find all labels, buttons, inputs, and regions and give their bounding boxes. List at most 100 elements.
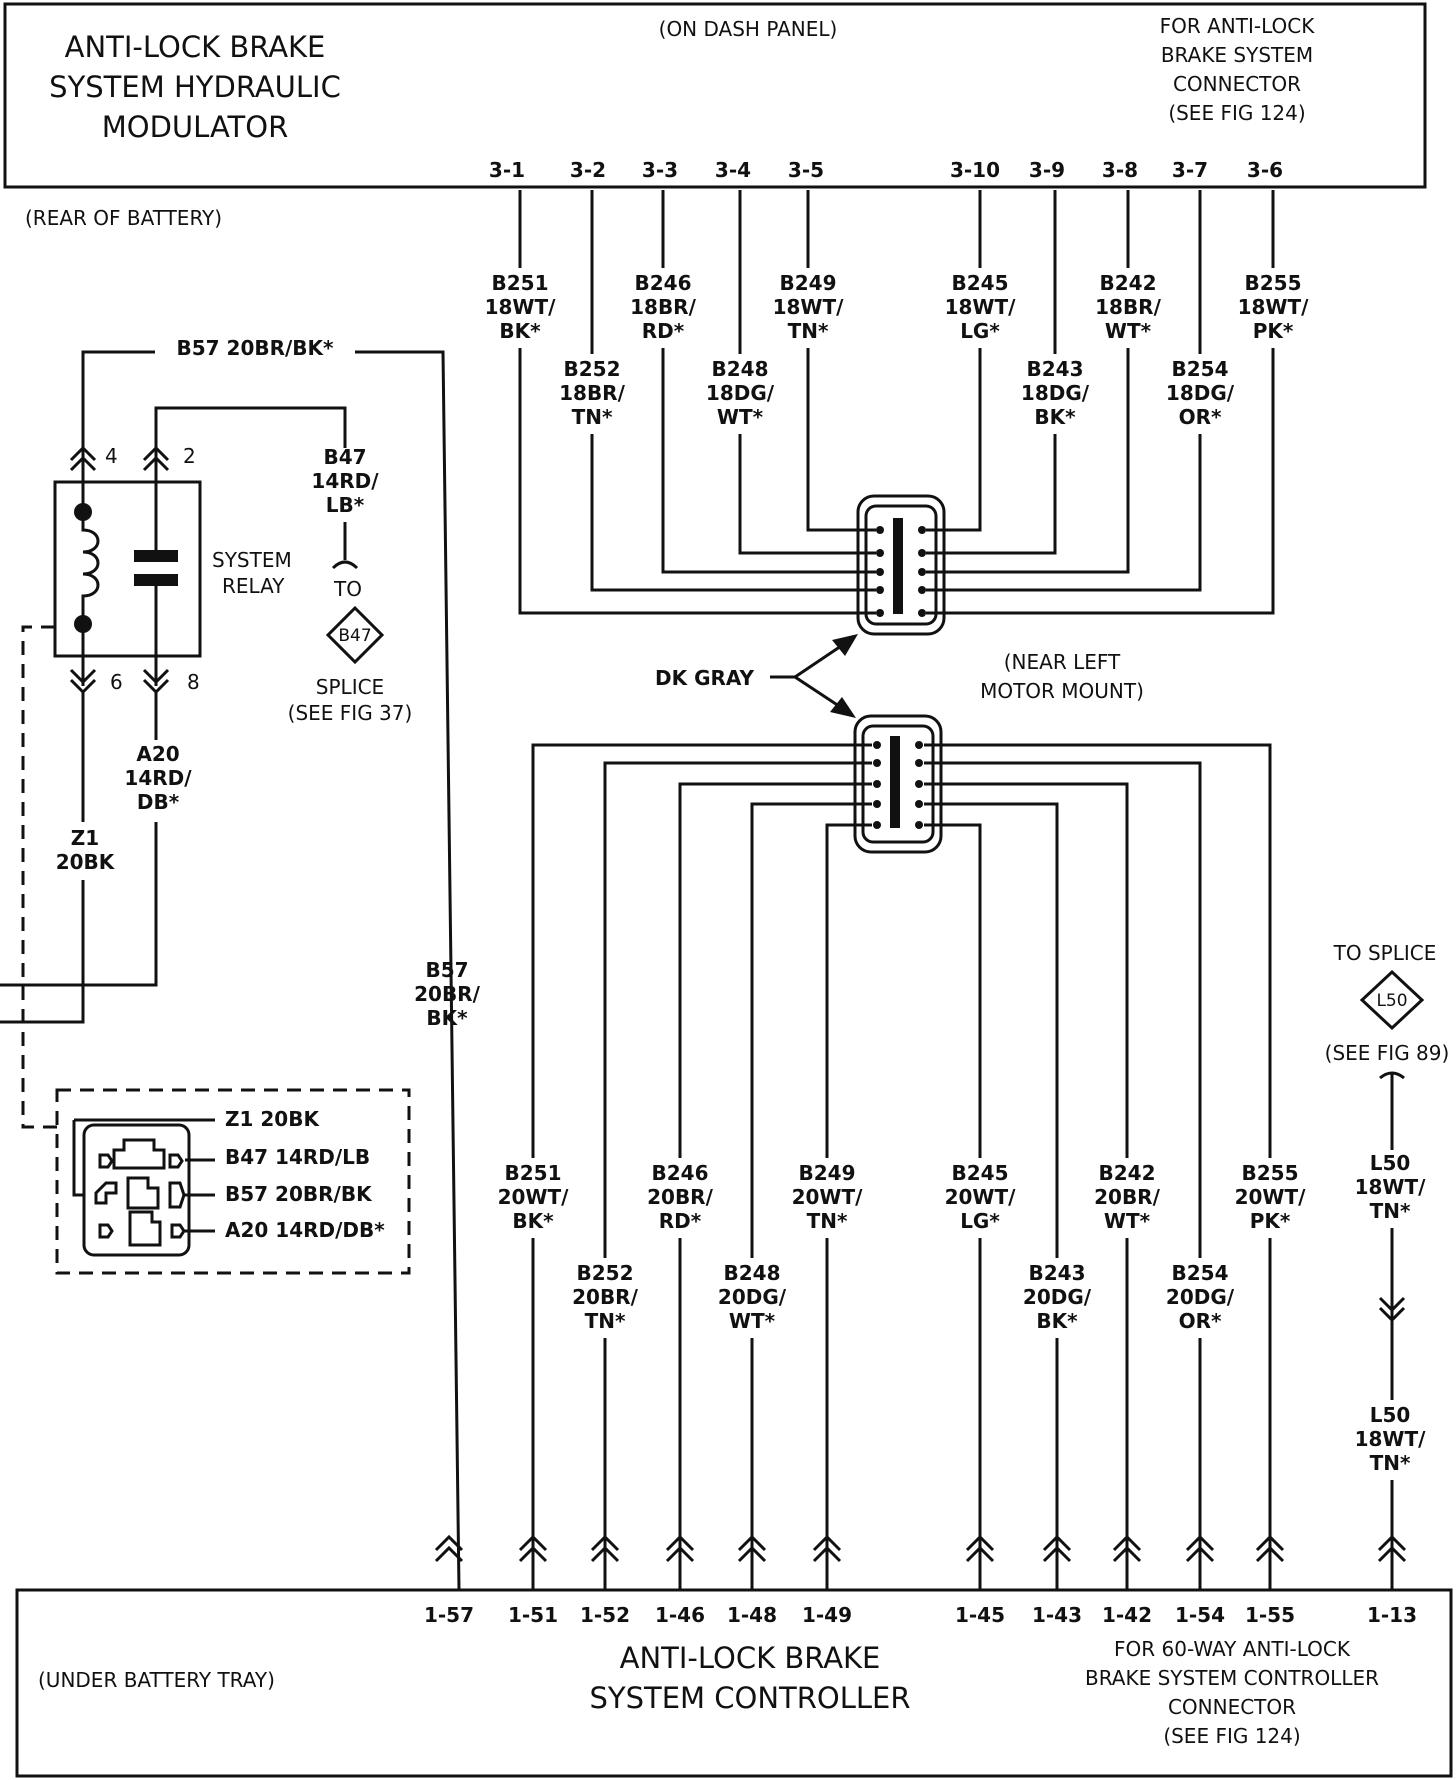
a20-line: DB* [137,790,180,814]
note-line: FOR ANTI-LOCK [1160,14,1316,38]
wire-label-line: B248 [712,357,769,381]
modulator-pin: 3-2 [570,158,606,182]
system-relay: SYSTEM RELAY 4 2 6 8 [53,356,292,695]
b57-line: 20BR/ [414,982,480,1006]
wire-label-line: 20WT/ [945,1185,1017,1209]
modulator-pin: 3-10 [950,158,1000,182]
controller-pin: 1-49 [802,1603,852,1627]
wire-label-line: LG* [960,319,1000,343]
terminal-chevron [965,1534,995,1563]
terminal-chevron [1185,1534,1215,1563]
relay-pin: 4 [105,444,118,468]
wire-label-line: 20WT/ [498,1185,570,1209]
wire-label-line: B243 [1029,1261,1086,1285]
connector-color-label: DK GRAY [655,666,754,690]
wire-label-line: B254 [1172,357,1229,381]
note-line: (SEE FIG 124) [1168,101,1305,125]
wire-label-line: WT* [717,405,764,429]
note-line: BRAKE SYSTEM [1161,43,1313,67]
wire-label-line: B242 [1100,271,1157,295]
terminal-chevron [1042,1534,1072,1563]
relay-pin: 8 [187,670,200,694]
wire-label-line: 18WT/ [773,295,845,319]
relay-pin: 2 [183,444,196,468]
upper-harness-wires: B25118WT/BK*B25218BR/TN*B24618BR/RD*B248… [485,190,1309,615]
dk-gray-callout: DK GRAY [655,634,858,718]
controller-location: (UNDER BATTERY TRAY) [38,1668,275,1692]
l50-label-line: TN* [1370,1199,1411,1223]
wire-label-line: 20DG/ [718,1285,787,1309]
wire-label-line: B252 [564,357,621,381]
to-splice-label: TO SPLICE [1333,941,1437,965]
controller-pin: 1-45 [955,1603,1005,1627]
b57-line: B57 [425,958,468,982]
terminal-chevron [590,1534,620,1563]
to-label: TO [333,577,362,601]
wire-label-line: 18DG/ [1021,381,1090,405]
modulator-box [3,2,1427,189]
controller-pin: 1-48 [727,1603,777,1627]
b47-splice: B47 [325,605,385,665]
wire-label-line: 20WT/ [1235,1185,1307,1209]
controller-pin: 1-42 [1102,1603,1152,1627]
controller-title: ANTI-LOCK BRAKE SYSTEM CONTROLLER [589,1641,910,1715]
wire-label-line: 18BR/ [630,295,696,319]
wire-label-line: B242 [1099,1161,1156,1185]
wire-label-line: 18DG/ [706,381,775,405]
modulator-pin: 3-6 [1247,158,1283,182]
wire-label-line: 18WT/ [945,295,1017,319]
relay-pin: 6 [110,670,123,694]
splice-id: B47 [338,626,371,646]
wire-label-line: B252 [577,1261,634,1285]
l50-splice-id: L50 [1376,991,1407,1011]
controller-title-line: SYSTEM CONTROLLER [589,1681,910,1715]
controller-title-line: ANTI-LOCK BRAKE [620,1641,881,1675]
controller-pin: 1-13 [1367,1603,1417,1627]
wire-label-line: 18WT/ [485,295,557,319]
modulator-pin: 3-8 [1102,158,1138,182]
modulator-title-line: SYSTEM HYDRAULIC [49,70,341,104]
wire-label-line: TN* [572,405,613,429]
modulator-title: ANTI-LOCK BRAKE SYSTEM HYDRAULIC MODULAT… [49,30,341,144]
wire-label-line: B249 [799,1161,856,1185]
wire-label-line: RD* [659,1209,702,1233]
relay-connector-face: Z1 20BK B47 14RD/LB B57 20BR/BK A20 14RD… [55,1088,411,1275]
relay-connector-wire: B47 14RD/LB [225,1145,370,1169]
wire-label-line: B243 [1027,357,1084,381]
wire-label-line: 20DG/ [1166,1285,1235,1309]
l50-label-line: L50 [1370,1151,1411,1175]
controller-pin: 1-57 [424,1603,474,1627]
wire-label-line: B251 [505,1161,562,1185]
inline-connector-location: (NEAR LEFT MOTOR MOUNT) [980,650,1144,703]
note-line: CONNECTOR [1168,1695,1296,1719]
wire-label-line: 20BR/ [647,1185,713,1209]
wire-label-line: PK* [1253,319,1294,343]
a20-line: 14RD/ [124,766,192,790]
modulator-pin: 3-7 [1172,158,1208,182]
wire-label-line: RD* [642,319,685,343]
wire-label-line: 20BR/ [1094,1185,1160,1209]
controller-pin: 1-54 [1175,1603,1225,1627]
wire-label-line: B255 [1245,271,1302,295]
modulator-connector-note: FOR ANTI-LOCK BRAKE SYSTEM CONNECTOR (SE… [1160,14,1316,125]
location-line: MOTOR MOUNT) [980,679,1144,703]
wire-label-line: BK* [1036,1309,1078,1333]
modulator-location: (ON DASH PANEL) [659,17,838,41]
lower-harness-wires: B25120WT/BK*B25220BR/TN*B24620BR/RD*B248… [498,743,1307,1590]
wire-label-line: B246 [652,1161,709,1185]
wire-label-line: B255 [1242,1161,1299,1185]
b47-line: LB* [326,493,365,517]
wire-label-line: B248 [724,1261,781,1285]
wire-label-line: B254 [1172,1261,1229,1285]
